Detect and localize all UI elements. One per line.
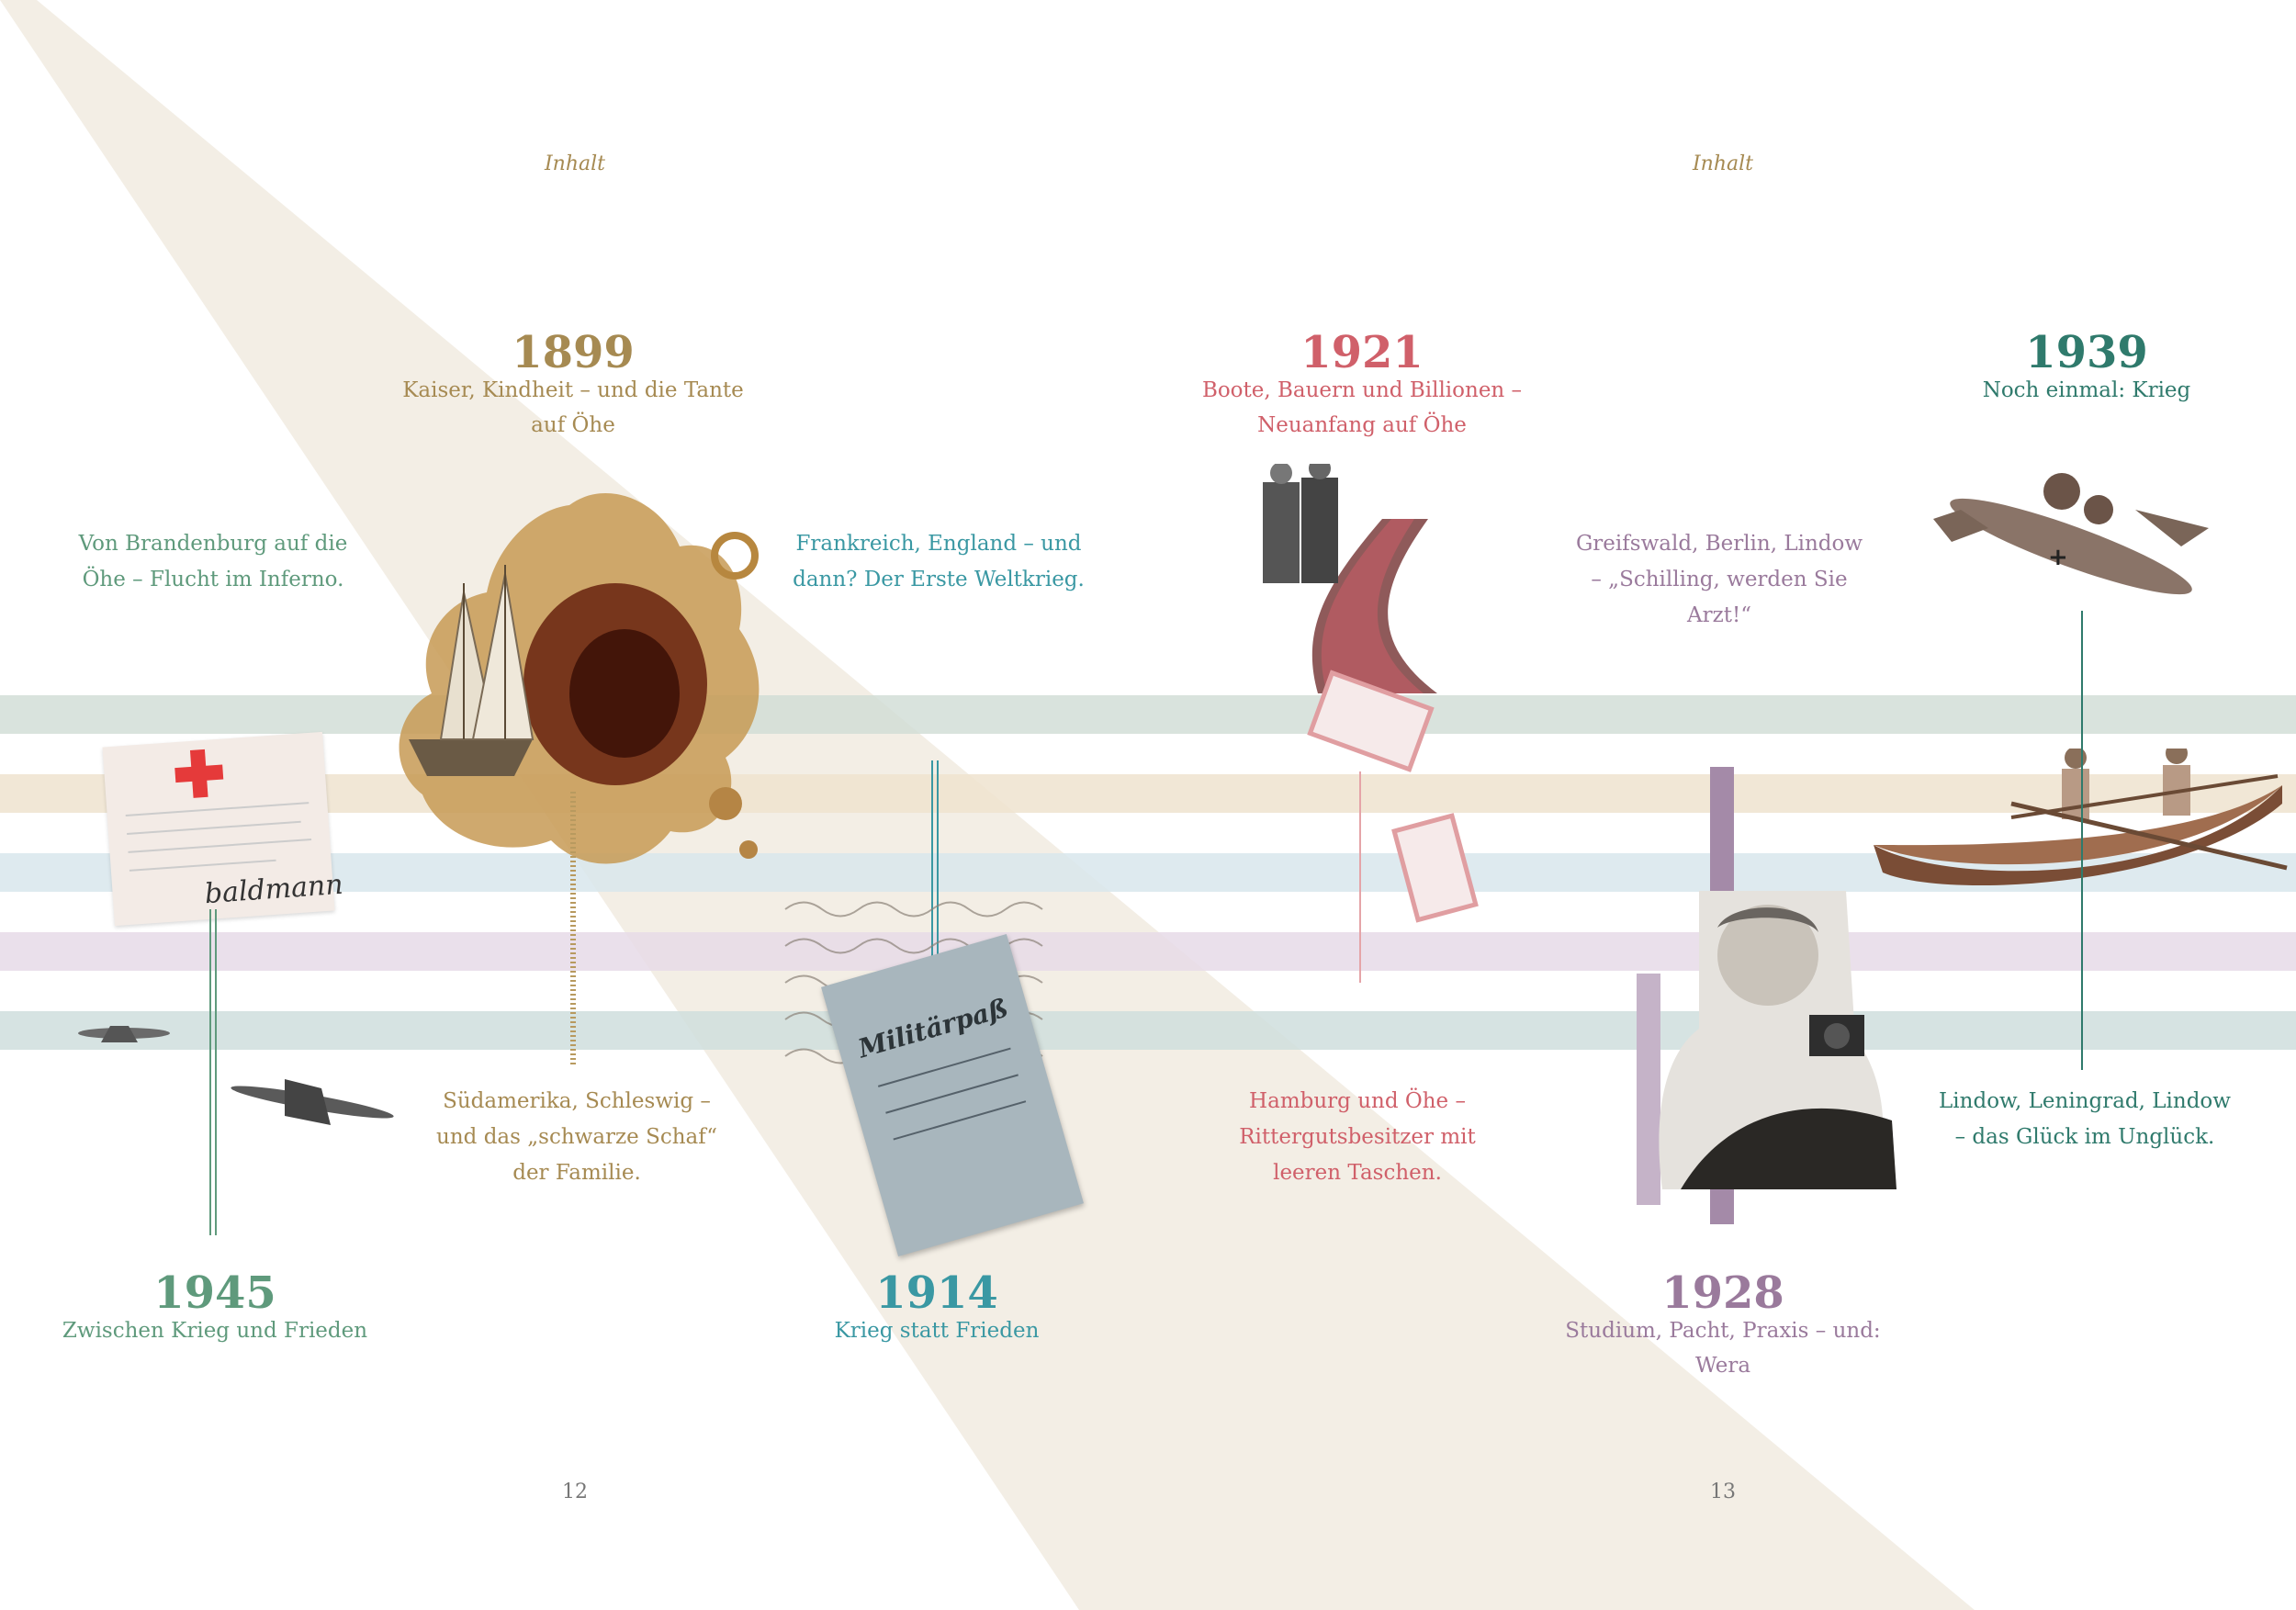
bomber-planes-image: [78, 1026, 394, 1125]
text-brandenburg: Von Brandenburg auf die Öhe – Flucht im …: [78, 532, 348, 591]
stem-1945: [209, 909, 211, 1235]
stem-1899: [570, 792, 576, 1067]
band-green: [0, 695, 2296, 734]
bomber-plane-1: [78, 1026, 170, 1042]
text-suedamerika: Südamerika, Schleswig – und das „schwarz…: [436, 1089, 717, 1185]
band-beige: [0, 774, 2296, 813]
chapter-1945-year[interactable]: 1945: [153, 1267, 276, 1319]
militaerpass-title: Militärpaß: [854, 992, 1012, 1064]
banknote-1: [1307, 670, 1435, 772]
page-number-left: 12: [562, 1481, 588, 1503]
couple-on-railway-image: [1263, 464, 1479, 923]
red-cross-document-image: baldmann: [102, 731, 344, 927]
banknote-2: [1391, 813, 1479, 923]
woman-with-camera-image: [1659, 891, 1896, 1189]
band-mauve: [0, 932, 2296, 971]
stem-1928-bar-left: [1637, 974, 1660, 1205]
coffee-stain-sailing-ship-image: [399, 493, 760, 864]
rowing-boat-image: [1874, 749, 2288, 886]
text-lindow: Lindow, Leningrad, Lindow – das Glück im…: [1939, 1089, 2231, 1149]
page-header-right: Inhalt: [1692, 152, 1754, 175]
page-header-left: Inhalt: [544, 152, 606, 175]
chapter-1899-subtitle: Kaiser, Kindheit – und die Tante auf Öhe: [402, 378, 744, 437]
text-hamburg: Hamburg und Öhe – Rittergutsbesitzer mit…: [1239, 1089, 1476, 1185]
chapter-1939-year[interactable]: 1939: [2025, 327, 2148, 378]
chapter-1945-subtitle: Zwischen Krieg und Frieden: [62, 1319, 368, 1343]
chapter-1939-subtitle: Noch einmal: Krieg: [1982, 378, 2191, 402]
chapter-1914-year[interactable]: 1914: [875, 1267, 998, 1319]
stem-1921: [1359, 771, 1361, 983]
chapter-1928-subtitle: Studium, Pacht, Praxis – und: Wera: [1565, 1319, 1881, 1378]
text-greifswald: Greifswald, Berlin, Lindow – „Schilling,…: [1575, 532, 1863, 627]
stem-1939: [2081, 611, 2083, 1070]
chapter-1921-subtitle: Boote, Bauern und Billionen – Neuanfang …: [1201, 378, 1523, 437]
warplane-image: +: [1933, 473, 2209, 595]
chapter-1914-subtitle: Krieg statt Frieden: [834, 1319, 1040, 1343]
bomber-plane-2: [231, 1079, 394, 1125]
text-frankreich: Frankreich, England – und dann? Der Erst…: [793, 532, 1085, 591]
document-signature: baldmann: [203, 868, 344, 911]
page-number-right: 13: [1710, 1481, 1736, 1503]
chapter-1928-year[interactable]: 1928: [1661, 1267, 1784, 1319]
chapter-1921-year[interactable]: 1921: [1300, 327, 1424, 378]
svg-text:+: +: [2048, 544, 2068, 571]
band-teal: [0, 1011, 2296, 1050]
chapter-1899-year[interactable]: 1899: [512, 327, 635, 378]
